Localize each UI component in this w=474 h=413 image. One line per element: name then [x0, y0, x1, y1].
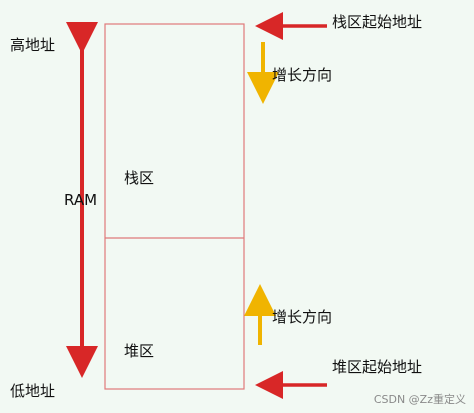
stack-growth-direction-label: 增长方向 — [272, 66, 333, 84]
ram-block — [104, 23, 245, 390]
heap-start-address-label: 堆区起始地址 — [332, 358, 423, 376]
stack-region-label: 栈区 — [124, 169, 155, 187]
heap-growth-direction-label: 增长方向 — [272, 308, 333, 326]
low-address-label: 低地址 — [10, 382, 56, 400]
heap-region-label: 堆区 — [124, 342, 155, 360]
stack-start-address-label: 栈区起始地址 — [332, 13, 423, 31]
csdn-watermark: CSDN @Zz重定义 — [373, 393, 466, 406]
ram-label: RAM — [64, 191, 98, 209]
high-address-label: 高地址 — [10, 36, 56, 54]
